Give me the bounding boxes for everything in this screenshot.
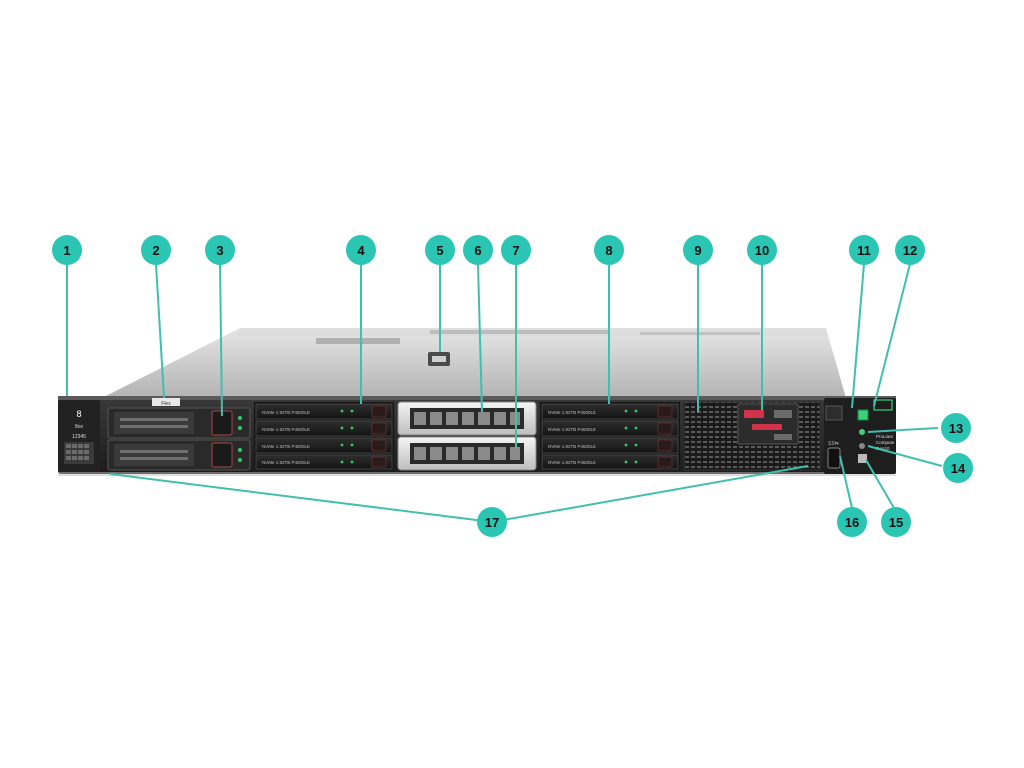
svg-text:17: 17	[485, 515, 499, 530]
svg-text:9: 9	[694, 243, 701, 258]
callout-9: 9	[683, 235, 713, 265]
leader-12	[873, 263, 911, 407]
svg-text:14: 14	[951, 461, 966, 476]
leader-2	[155, 263, 165, 399]
callout-4: 4	[346, 235, 376, 265]
model-label-3: Gen10	[876, 446, 890, 451]
usb-port[interactable]	[827, 447, 841, 469]
leader-3	[219, 263, 223, 417]
brand-number: 8	[76, 409, 81, 419]
leader-6	[477, 263, 483, 413]
drive-label: NVMe 1.92TB P4600LE	[262, 410, 310, 415]
center-cage-upper[interactable]	[397, 401, 537, 436]
drive-label: NVMe 1.92TB P4600LE	[548, 427, 596, 432]
svg-text:10: 10	[755, 243, 769, 258]
leader-17b	[491, 465, 809, 523]
nvme-drive-right-1[interactable]: NVMe 1.92TB P4600LE	[541, 403, 679, 420]
power-button[interactable]	[857, 409, 869, 421]
drive-label: NVMe 1.92TB P4600LE	[548, 410, 596, 415]
tab-label: Flex	[161, 401, 171, 407]
nic-led	[859, 443, 865, 449]
right-rack-ear: SS⇆ ProLiant Compute Gen10	[824, 398, 896, 474]
svg-text:3: 3	[216, 243, 223, 258]
callout-2: 2	[141, 235, 171, 265]
leader-14	[867, 445, 943, 467]
callout-15: 15	[881, 507, 911, 537]
svg-text:2: 2	[152, 243, 159, 258]
svg-text:12: 12	[903, 243, 917, 258]
sff-drive-1[interactable]	[107, 407, 251, 439]
callout-3: 3	[205, 235, 235, 265]
callout-17: 17	[477, 507, 507, 537]
bay-numbers: 12345	[72, 434, 86, 440]
serial-label-tab[interactable]: Flex	[152, 398, 180, 407]
model-label-2: Compute	[876, 440, 895, 445]
callout-1: 1	[52, 235, 82, 265]
svg-text:5: 5	[436, 243, 443, 258]
drive-label: NVMe 1.92TB P4600LE	[262, 427, 310, 432]
uid-led	[858, 454, 867, 463]
serial-pull-tab[interactable]	[428, 352, 450, 366]
drive-label: NVMe 1.92TB P4600LE	[548, 444, 596, 449]
leader-lines	[66, 263, 943, 523]
nvme-drive-right-4[interactable]: NVMe 1.92TB P4600LE	[541, 454, 679, 470]
callout-10: 10	[747, 235, 777, 265]
brand-text: 8ox	[75, 424, 84, 430]
callout-6: 6	[463, 235, 493, 265]
boot-device-module[interactable]	[737, 403, 799, 445]
callout-11: 11	[849, 235, 879, 265]
nvme-drive-left-4[interactable]: NVMe 1.92TB P4600LE	[255, 454, 393, 470]
drive-label: NVMe 1.92TB P4600LE	[262, 444, 310, 449]
leader-15	[865, 459, 895, 509]
nvme-drive-right-2[interactable]: NVMe 1.92TB P4600LE	[541, 420, 679, 437]
center-cages	[397, 401, 537, 471]
usb-label: SS⇆	[828, 441, 839, 447]
callout-7: 7	[501, 235, 531, 265]
callout-5: 5	[425, 235, 455, 265]
model-label-1: ProLiant	[876, 434, 894, 439]
svg-text:6: 6	[474, 243, 481, 258]
nvme-drive-right-3[interactable]: NVMe 1.92TB P4600LE	[541, 437, 679, 454]
svg-text:15: 15	[889, 515, 903, 530]
nvme-drive-cage-left: NVMe 1.92TB P4600LE NVMe 1.92TB P4600LE …	[254, 402, 394, 470]
callout-14: 14	[943, 453, 973, 483]
svg-text:16: 16	[845, 515, 859, 530]
svg-text:7: 7	[512, 243, 519, 258]
center-cage-lower[interactable]	[397, 436, 537, 471]
svg-text:8: 8	[605, 243, 612, 258]
sff-drive-bays	[107, 407, 251, 471]
leader-13	[867, 427, 939, 433]
drive-label: NVMe 1.92TB P4600LE	[262, 460, 310, 465]
drive-label: NVMe 1.92TB P4600LE	[548, 460, 596, 465]
nvme-drive-left-1[interactable]: NVMe 1.92TB P4600LE	[255, 403, 393, 420]
sff-drive-2[interactable]	[107, 439, 251, 471]
svg-text:1: 1	[63, 243, 70, 258]
display-port[interactable]	[825, 405, 843, 421]
callout-16: 16	[837, 507, 867, 537]
chassis-top-cover	[102, 328, 846, 398]
nvme-drive-cage-right: NVMe 1.92TB P4600LE NVMe 1.92TB P4600LE …	[540, 402, 680, 470]
nvme-drive-left-3[interactable]: NVMe 1.92TB P4600LE	[255, 437, 393, 454]
callout-12: 12	[895, 235, 925, 265]
svg-text:13: 13	[949, 421, 963, 436]
left-rack-ear: 8 8ox 12345	[58, 400, 100, 472]
callout-8: 8	[594, 235, 624, 265]
callout-markers: 1 2 3 4 5 6 7 8 9 10 11 12 13 14 15 16 1…	[52, 235, 973, 537]
leader-17a	[109, 473, 493, 523]
leader-11	[851, 263, 865, 409]
callout-13: 13	[941, 413, 971, 443]
leader-16	[839, 455, 853, 509]
nvme-drive-left-2[interactable]: NVMe 1.92TB P4600LE	[255, 420, 393, 437]
health-led	[859, 429, 865, 435]
svg-text:4: 4	[357, 243, 365, 258]
svg-text:11: 11	[857, 243, 871, 258]
